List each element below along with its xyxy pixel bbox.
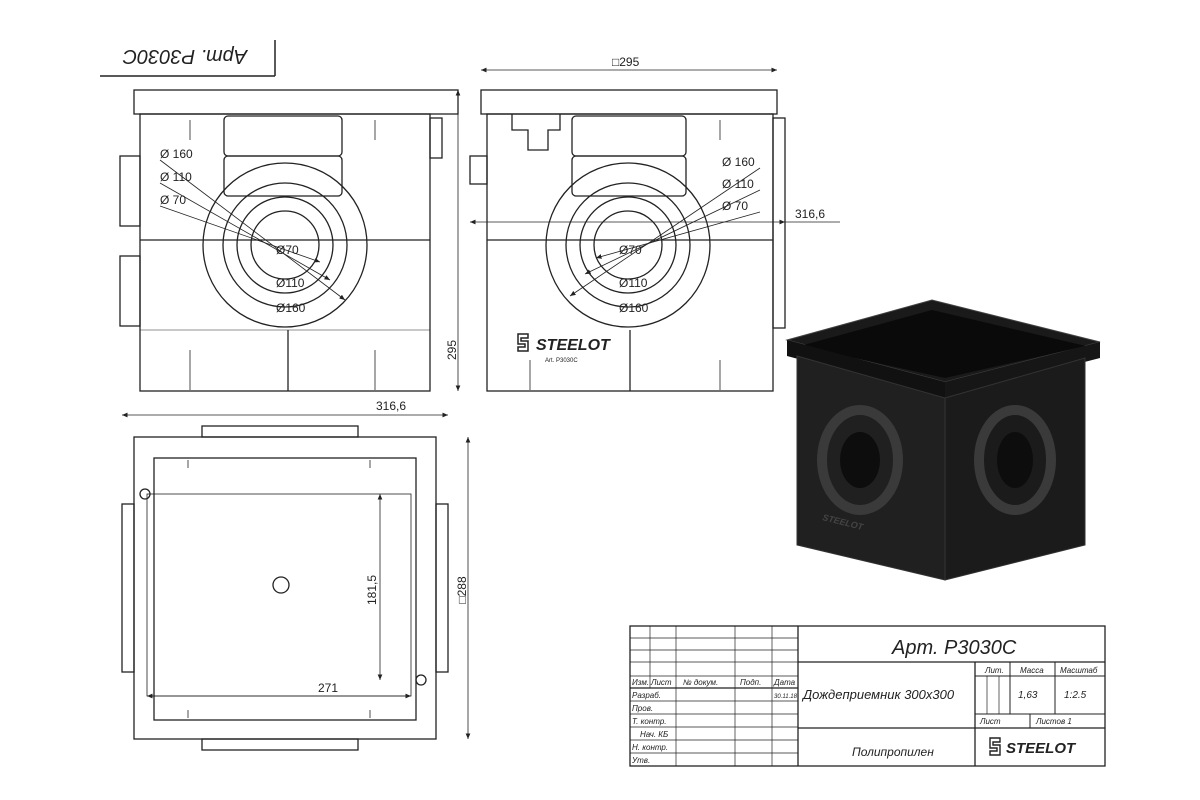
dim-side: 316,6 xyxy=(795,207,825,221)
tb-article: Арт. Р3030С xyxy=(891,637,1017,659)
dim-width-top: □295 xyxy=(612,55,640,69)
brand-logo-tb: STEELOT xyxy=(989,737,1077,757)
tb-row: Нач. КБ xyxy=(640,730,668,739)
dim-inner-height: 181,5 xyxy=(365,575,379,605)
left-lug-lower xyxy=(119,255,141,327)
tb-material: Полипропилен xyxy=(852,745,934,759)
tb-scale-label: Масштаб xyxy=(1060,666,1098,675)
tb-lit-label: Лит. xyxy=(984,666,1004,675)
title-block xyxy=(629,625,1106,767)
brand-text-tb: STEELOT xyxy=(1006,740,1077,757)
dim-d70-left: Ø 70 xyxy=(160,193,186,207)
tb-date: 30.11.18 xyxy=(774,694,798,700)
dim-d70-right: Ø 70 xyxy=(722,199,748,213)
tb-row: Н. контр. xyxy=(632,743,668,752)
dim-plan-width: 316,6 xyxy=(376,399,406,413)
dim-d160-right: Ø 160 xyxy=(722,155,755,169)
tb-mass-label: Масса xyxy=(1020,666,1044,675)
tb-sheet-label: Лист xyxy=(979,717,1001,726)
tb-name: Дождеприемник 300х300 xyxy=(801,687,955,702)
tb-rows: Разраб. Пров. Т. контр. Нач. КБ Н. контр… xyxy=(631,691,668,765)
tb-sheets-label: Листов 1 xyxy=(1035,717,1072,726)
tb-col-sign: Подп. xyxy=(740,678,761,687)
body-outline xyxy=(139,113,431,392)
plan-view xyxy=(121,412,471,751)
tb-col-doc: № докум. xyxy=(683,678,718,687)
dim-plan-height: □288 xyxy=(455,576,469,604)
inner-70-right: Ø70 xyxy=(619,243,642,257)
tb-mass: 1,63 xyxy=(1018,690,1038,701)
tb-row: Пров. xyxy=(632,704,653,713)
dim-d160-left: Ø 160 xyxy=(160,147,193,161)
inner-110-right: Ø110 xyxy=(619,276,648,290)
top-flange xyxy=(133,89,459,115)
tb-col-date: Дата xyxy=(773,678,796,687)
brand-logo-front: STEELOT xyxy=(517,333,611,354)
tb-row: Утв. xyxy=(631,756,650,765)
front-view-left xyxy=(119,89,461,392)
top-stamp: Арт. Р3030С xyxy=(100,40,276,77)
art-small: Art. Р3030С xyxy=(545,358,578,364)
inner-160-left: Ø160 xyxy=(276,301,306,315)
tb-row: Разраб. xyxy=(632,691,661,700)
left-lug xyxy=(119,155,141,227)
inner-160-right: Ø160 xyxy=(619,301,649,315)
tb-col-izm: Изм. xyxy=(632,678,649,687)
front-view-right xyxy=(469,67,840,392)
inner-70-left: Ø70 xyxy=(276,243,299,257)
tb-scale: 1:2.5 xyxy=(1064,690,1087,701)
dim-height: 295 xyxy=(445,340,459,360)
tb-header: Изм. Лист № докум. Подп. Дата xyxy=(632,678,796,687)
render-3d: STEELOT xyxy=(785,299,1101,581)
dim-d110-right: Ø 110 xyxy=(722,177,754,191)
tb-row: Т. контр. xyxy=(632,717,667,726)
dim-d110-left: Ø 110 xyxy=(160,170,192,184)
tb-col-list: Лист xyxy=(650,678,672,687)
top-stamp-text: Арт. Р3030С xyxy=(122,45,248,67)
right-lug xyxy=(429,117,443,159)
dim-inner-width: 271 xyxy=(318,681,338,695)
inner-110-left: Ø110 xyxy=(276,276,305,290)
brand-text-front: STEELOT xyxy=(536,337,611,354)
